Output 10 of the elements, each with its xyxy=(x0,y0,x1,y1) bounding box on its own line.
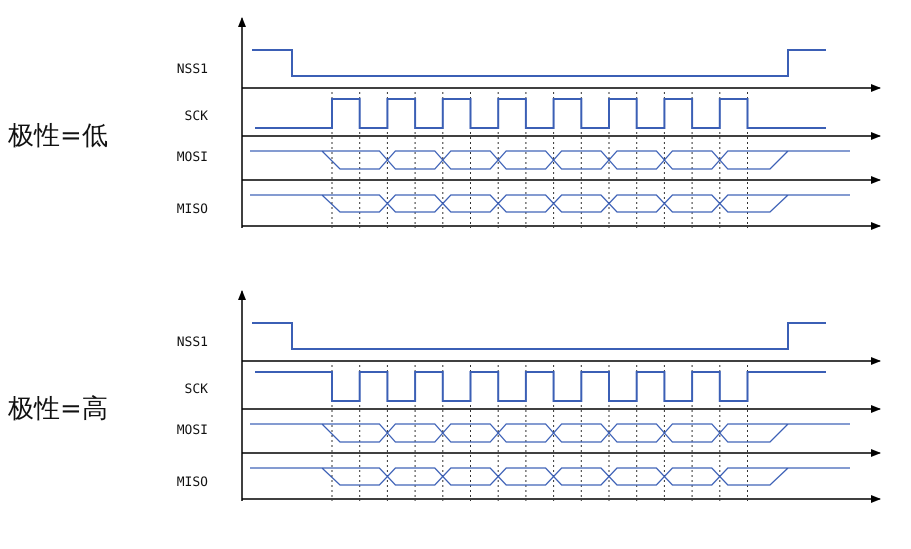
signal-label: NSS1 xyxy=(176,62,208,77)
signal-label: NSS1 xyxy=(176,335,208,350)
signal-label: MOSI xyxy=(176,423,208,438)
polarity-label: 极性=低 xyxy=(8,120,108,153)
signal-label: MOSI xyxy=(176,150,208,165)
signal-label: SCK xyxy=(184,109,208,124)
signal-label: SCK xyxy=(184,382,208,397)
polarity-label: 极性=高 xyxy=(8,393,108,426)
signal-label: MISO xyxy=(176,475,208,490)
signal-label: MISO xyxy=(176,202,208,217)
